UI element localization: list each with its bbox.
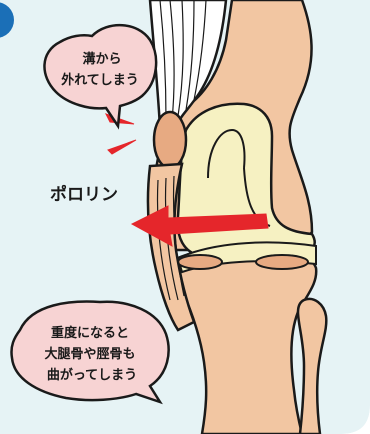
bubble-top-line-1: 溝から	[82, 51, 121, 67]
bubble-bottom-line-2: 大腿骨や脛骨も	[44, 346, 135, 362]
bubble-bottom-line-1: 重度になると	[51, 325, 129, 341]
bubble-bottom-line-3: 曲がってしまう	[47, 367, 137, 383]
joint-pad-left	[178, 255, 222, 269]
patella	[154, 112, 186, 168]
joint-pad-right	[256, 255, 308, 269]
bubble-top-line-2: 外れてしまう	[60, 72, 139, 88]
arrow-caption: ポロリン	[50, 184, 118, 205]
